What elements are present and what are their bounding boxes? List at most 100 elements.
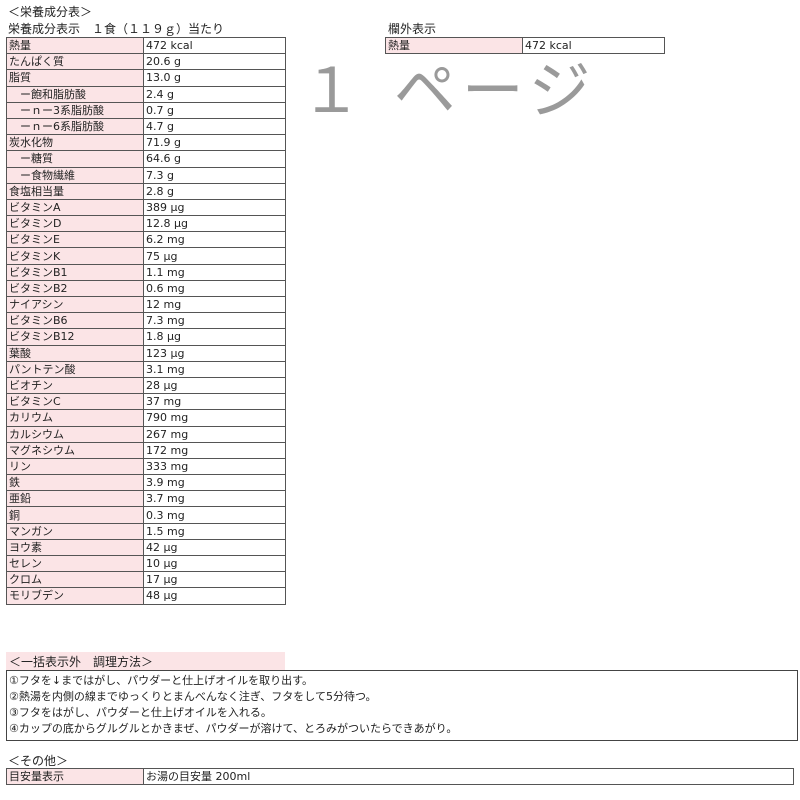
nutrient-value: 37 mg [143, 393, 286, 411]
nutrient-name: カリウム [6, 409, 144, 427]
serving-heading: 栄養成分表示 １食（１１９ｇ）当たり [8, 22, 225, 36]
nutrient-value: 71.9 g [143, 134, 286, 152]
nutrient-name: ビタミンD [6, 215, 144, 233]
cooking-steps: ①フタを↓まではがし、パウダーと仕上げオイルを取り出す。 ②熱湯を内側の線までゆ… [6, 670, 798, 741]
nutrient-value: 1.5 mg [143, 522, 286, 540]
cooking-heading: ＜一括表示外 調理方法＞ [6, 652, 285, 671]
nutrient-value: 28 μg [143, 376, 286, 395]
nutrient-value: 48 μg [143, 587, 286, 605]
nutrient-value: 2.4 g [143, 85, 286, 103]
nutrient-name: パントテン酸 [6, 360, 144, 378]
cooking-step: ④カップの底からグルグルとかきまぜ、パウダーが溶けて、とろみがついたらできあがり… [9, 722, 458, 735]
nutrient-name: クロム [6, 571, 144, 589]
table-row: 目安量表示お湯の目安量 200ml [6, 767, 794, 786]
nutrient-name: ーｎー3系脂肪酸 [6, 101, 144, 119]
page-watermark: １ ページ [300, 54, 597, 127]
nutrient-value: 472 kcal [143, 36, 286, 55]
nutrient-value: 7.3 g [143, 166, 286, 184]
nutrient-name: ー飽和脂肪酸 [6, 85, 144, 103]
nutrient-name: ビオチン [6, 376, 144, 395]
nutrient-name: ーｎー6系脂肪酸 [6, 117, 144, 136]
nutrient-name: カルシウム [6, 425, 144, 443]
nutrient-name: ビタミンC [6, 393, 144, 411]
other-value: お湯の目安量 200ml [143, 767, 794, 786]
nutrient-name: 熱量 [6, 36, 144, 55]
nutrient-value: 0.3 mg [143, 506, 286, 524]
nutrient-value: 3.1 mg [143, 360, 286, 378]
nutrient-name: 食塩相当量 [6, 182, 144, 200]
nutrient-value: 333 mg [143, 457, 286, 476]
nutrient-value: 267 mg [143, 425, 286, 443]
nutrient-value: 7.3 mg [143, 312, 286, 330]
nutrient-name: ビタミンB12 [6, 328, 144, 346]
nutrient-name: 脂質 [6, 69, 144, 87]
nutrient-value: 20.6 g [143, 53, 286, 71]
nutrient-value: 6.2 mg [143, 231, 286, 249]
cooking-step: ③フタをはがし、パウダーと仕上げオイルを入れる。 [9, 706, 272, 719]
outside-value: 472 kcal [522, 36, 665, 55]
outside-label: 熱量 [385, 36, 523, 55]
nutrient-value: 0.7 g [143, 101, 286, 119]
nutrient-value: 0.6 mg [143, 279, 286, 298]
nutrient-name: 葉酸 [6, 344, 144, 362]
nutrient-value: 75 μg [143, 247, 286, 265]
nutrient-value: 4.7 g [143, 117, 286, 136]
nutrient-name: 炭水化物 [6, 134, 144, 152]
nutrient-name: セレン [6, 554, 144, 573]
other-table: 目安量表示お湯の目安量 200ml [6, 767, 794, 786]
nutrient-value: 2.8 g [143, 182, 286, 200]
nutrient-name: 亜鉛 [6, 490, 144, 508]
nutrient-name: ビタミンA [6, 198, 144, 217]
nutrient-name: 鉄 [6, 474, 144, 492]
nutrient-name: ビタミンK [6, 247, 144, 265]
nutrient-name: モリブデン [6, 587, 144, 605]
nutrient-value: 12.8 μg [143, 215, 286, 233]
nutrient-name: ビタミンE [6, 231, 144, 249]
nutrient-value: 172 mg [143, 441, 286, 459]
cooking-step: ②熱湯を内側の線までゆっくりとまんべんなく注ぎ、フタをして5分待つ。 [9, 690, 377, 703]
other-heading: ＜その他＞ [8, 754, 69, 768]
nutrient-value: 389 μg [143, 198, 286, 217]
nutrient-value: 64.6 g [143, 150, 286, 168]
section-heading: ＜栄養成分表＞ [8, 5, 93, 19]
nutrient-value: 3.9 mg [143, 474, 286, 492]
nutrient-name: ビタミンB1 [6, 263, 144, 281]
nutrient-value: 123 μg [143, 344, 286, 362]
nutrient-name: マンガン [6, 522, 144, 540]
nutrient-name: リン [6, 457, 144, 476]
nutrient-value: 3.7 mg [143, 490, 286, 508]
nutrient-value: 13.0 g [143, 69, 286, 87]
